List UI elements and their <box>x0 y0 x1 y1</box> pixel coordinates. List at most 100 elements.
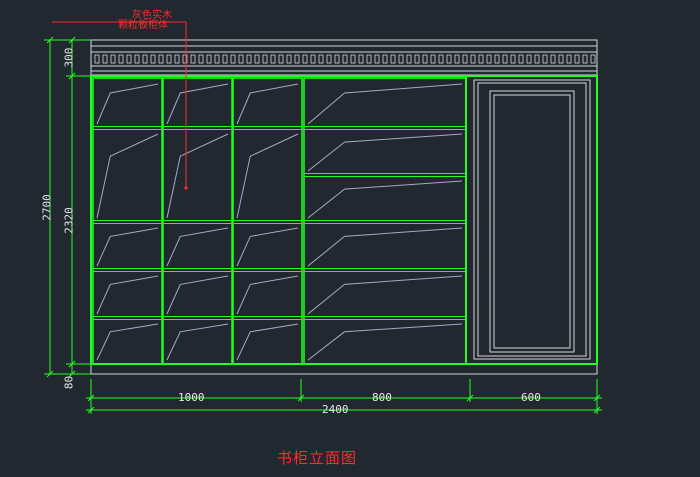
dentil <box>590 54 596 64</box>
dentil <box>334 54 340 64</box>
dentil <box>582 54 588 64</box>
dim-width-left: 1000 <box>178 391 205 404</box>
dentil <box>326 54 332 64</box>
dentil <box>302 54 308 64</box>
dentil <box>430 54 436 64</box>
dentil <box>382 54 388 64</box>
shelf-hatch <box>307 83 463 125</box>
dim-width-right: 600 <box>521 391 541 404</box>
dentil <box>366 54 372 64</box>
drawing-title: 书柜立面图 <box>277 449 358 467</box>
dentil <box>102 54 108 64</box>
dentil <box>278 54 284 64</box>
dim-width-middle: 800 <box>372 391 392 404</box>
annotation-line-2: 颗粒板柜体 <box>118 20 168 31</box>
shelf-hatch <box>307 227 463 267</box>
shelf-hatch <box>166 133 229 219</box>
shelf-hatch <box>96 83 159 125</box>
dentil <box>438 54 444 64</box>
horizontal-dimensions <box>86 379 602 414</box>
dentil <box>510 54 516 64</box>
shelf-hatch <box>236 323 299 361</box>
dentil <box>126 54 132 64</box>
dentil <box>342 54 348 64</box>
shelf-hatch <box>236 227 299 267</box>
dentil <box>446 54 452 64</box>
dentil <box>526 54 532 64</box>
dim-width-total: 2400 <box>322 403 349 416</box>
dentil <box>238 54 244 64</box>
dentil <box>398 54 404 64</box>
shelf-hatch <box>236 275 299 315</box>
dentil <box>574 54 580 64</box>
dentil <box>254 54 260 64</box>
dentil <box>166 54 172 64</box>
shelf-hatch <box>166 83 229 125</box>
dentil <box>502 54 508 64</box>
shelf-hatch <box>96 275 159 315</box>
dentil-row <box>94 54 596 64</box>
dim-base-height: 80 <box>62 375 76 390</box>
dentil <box>550 54 556 64</box>
dentil <box>406 54 412 64</box>
dentil <box>414 54 420 64</box>
dim-top-height: 300 <box>62 47 76 68</box>
dentil <box>110 54 116 64</box>
dentil <box>198 54 204 64</box>
dentil <box>174 54 180 64</box>
dentil <box>214 54 220 64</box>
dentil <box>350 54 356 64</box>
shelf-hatch <box>166 275 229 315</box>
shelf-hatch <box>166 227 229 267</box>
dentil <box>478 54 484 64</box>
shelf-hatch <box>96 323 159 361</box>
shelf-hatch <box>96 227 159 267</box>
dentil <box>94 54 100 64</box>
dentil <box>390 54 396 64</box>
shelf-hatch <box>236 83 299 125</box>
dentil <box>422 54 428 64</box>
door-cabinet <box>465 75 598 365</box>
dentil <box>470 54 476 64</box>
dentil <box>374 54 380 64</box>
dentil <box>486 54 492 64</box>
dentil <box>558 54 564 64</box>
shelf-hatch <box>96 133 159 219</box>
dentil <box>134 54 140 64</box>
dentil <box>158 54 164 64</box>
dentil <box>454 54 460 64</box>
dentil <box>310 54 316 64</box>
annotation-leader <box>52 21 188 190</box>
dentil <box>150 54 156 64</box>
shelf-hatch <box>307 323 463 361</box>
dentil <box>270 54 276 64</box>
dentil <box>566 54 572 64</box>
open-shelving <box>90 75 467 365</box>
dentil <box>534 54 540 64</box>
dentil <box>286 54 292 64</box>
base-plinth <box>90 363 598 375</box>
shelf-hatch <box>307 180 463 219</box>
dentil <box>262 54 268 64</box>
dim-total-height: 2700 <box>40 194 54 221</box>
dim-cabinet-height: 2320 <box>62 207 76 234</box>
shelf-hatch <box>236 133 299 219</box>
dentil <box>222 54 228 64</box>
crown-molding <box>90 39 598 76</box>
dentil <box>230 54 236 64</box>
shelf-hatch <box>307 275 463 315</box>
shelf-hatch <box>166 323 229 361</box>
shelf-hatch <box>307 133 463 172</box>
dentil <box>462 54 468 64</box>
dentil <box>358 54 364 64</box>
dentil <box>518 54 524 64</box>
dentil <box>318 54 324 64</box>
dentil <box>294 54 300 64</box>
dentil <box>494 54 500 64</box>
dentil <box>182 54 188 64</box>
dentil <box>246 54 252 64</box>
dentil <box>142 54 148 64</box>
dentil <box>190 54 196 64</box>
dentil <box>542 54 548 64</box>
